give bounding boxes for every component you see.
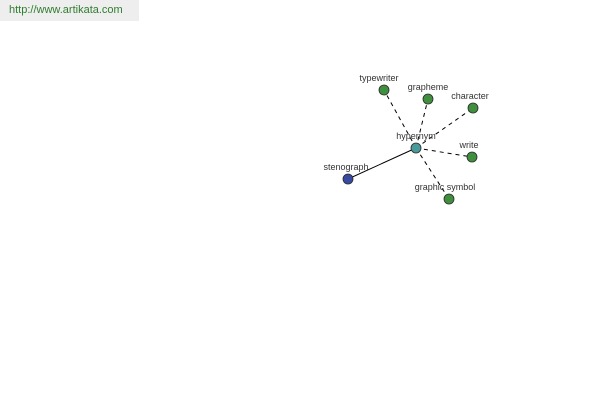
- watermark-banner: http://www.artikata.com: [0, 0, 139, 21]
- edge-character: [415, 107, 474, 149]
- label-grapheme[interactable]: grapheme: [408, 82, 449, 92]
- edge-graphic-symbol: [415, 147, 450, 200]
- edge-stenograph: [347, 147, 417, 180]
- label-stenograph[interactable]: stenograph: [323, 162, 368, 172]
- node-typewriter[interactable]: [378, 84, 390, 96]
- edge-grapheme: [415, 98, 429, 149]
- edge-write: [415, 147, 473, 158]
- node-grapheme[interactable]: [422, 93, 434, 105]
- node-write[interactable]: [466, 151, 478, 163]
- label-character[interactable]: character: [451, 91, 489, 101]
- node-character[interactable]: [467, 102, 479, 114]
- node-stenograph[interactable]: [342, 173, 354, 185]
- watermark-url[interactable]: http://www.artikata.com: [9, 4, 123, 16]
- label-write[interactable]: write: [458, 140, 478, 150]
- edges: [347, 89, 474, 200]
- label-hypernym[interactable]: hypernym: [396, 131, 436, 141]
- edge-typewriter: [383, 89, 417, 149]
- node-graphic-symbol[interactable]: [443, 193, 455, 205]
- label-graphic-symbol[interactable]: graphic symbol: [415, 182, 476, 192]
- node-hypernym[interactable]: [410, 142, 422, 154]
- label-typewriter[interactable]: typewriter: [359, 73, 398, 83]
- nodes: [342, 84, 479, 205]
